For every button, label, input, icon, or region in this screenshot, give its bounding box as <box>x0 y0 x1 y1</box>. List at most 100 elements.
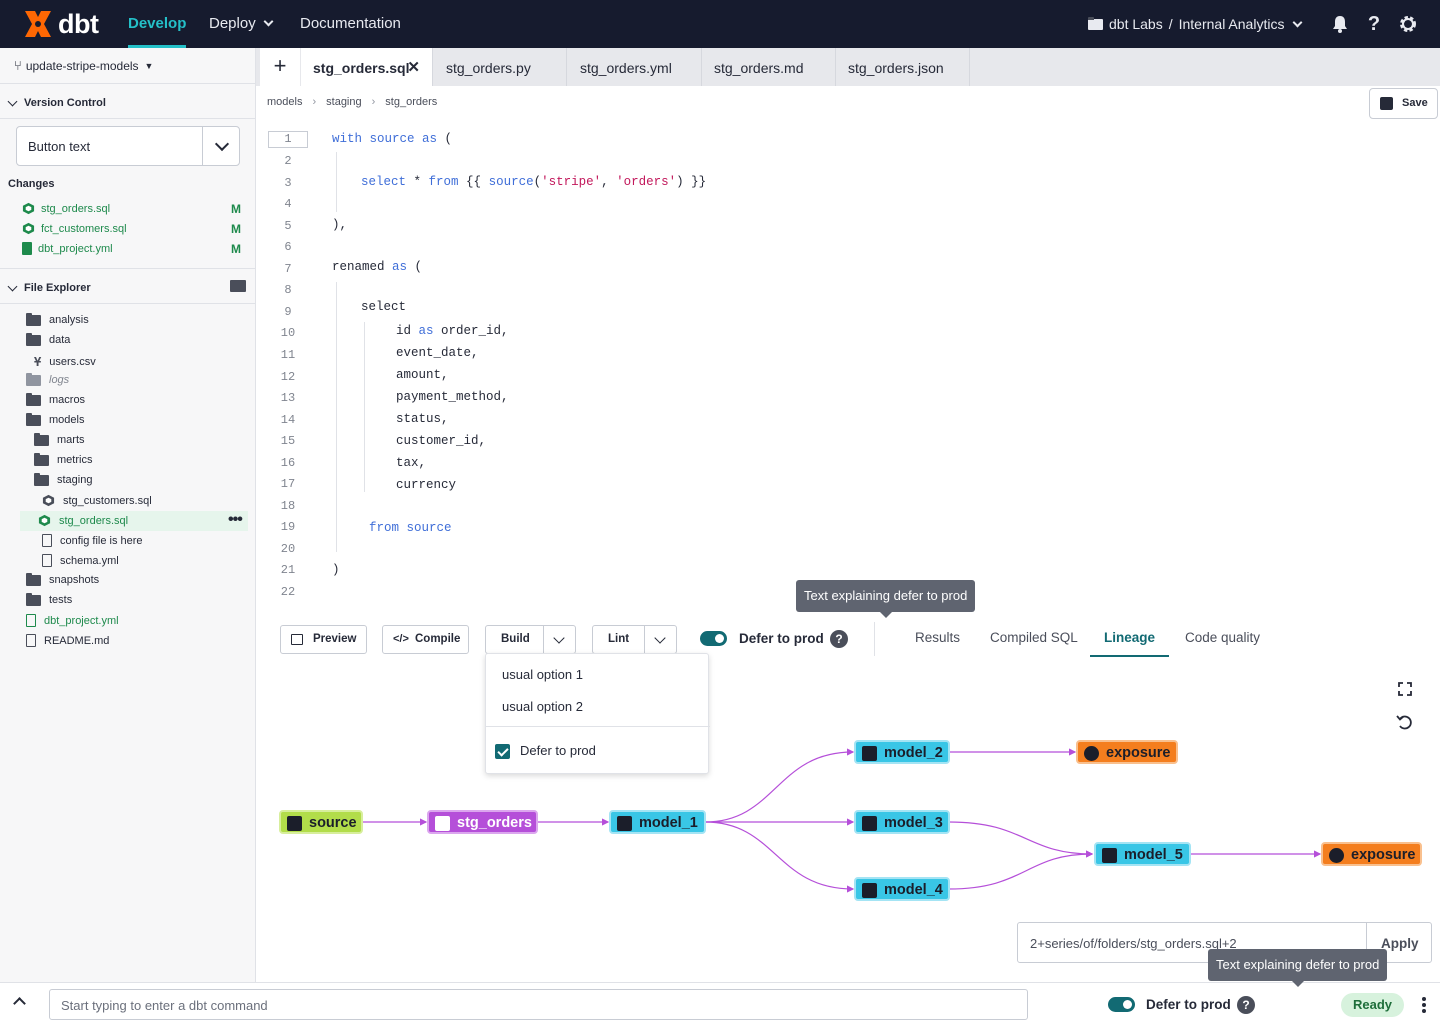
tree-item-macros[interactable]: macros <box>26 392 85 406</box>
more-vertical-icon[interactable] <box>1422 997 1426 1013</box>
tab-stg-orders-json[interactable]: stg_orders.json <box>836 48 970 86</box>
tree-item-label: stg_orders.sql <box>59 514 129 527</box>
tree-item-schema[interactable]: schema.yml <box>42 554 119 567</box>
tree-item-dbt-project[interactable]: dbt_project.yml <box>26 614 119 627</box>
node-label: exposure <box>1351 847 1416 863</box>
tree-item-data[interactable]: data <box>26 332 70 346</box>
tree-item-tests[interactable]: tests <box>26 592 72 606</box>
edge-model3-model5 <box>948 821 1094 858</box>
reset-icon[interactable] <box>1390 707 1420 737</box>
tree-item-marts[interactable]: marts <box>34 432 85 446</box>
command-input[interactable]: Start typing to enter a dbt command <box>49 989 1028 1020</box>
chevron-up-icon[interactable] <box>13 997 26 1010</box>
compile-button[interactable]: </> Compile <box>382 625 469 654</box>
chevron-down-icon <box>7 96 18 107</box>
defer-toggle[interactable] <box>1108 997 1135 1012</box>
code-token: source <box>488 175 534 189</box>
tab-stg-orders-md[interactable]: stg_orders.md <box>702 48 836 86</box>
tab-stg-orders-yml[interactable]: stg_orders.yml <box>568 48 702 86</box>
bell-icon[interactable] <box>1330 14 1350 34</box>
line-number: 13 <box>280 391 296 405</box>
tree-item-metrics[interactable]: metrics <box>34 452 92 466</box>
gauge-icon <box>1084 746 1099 761</box>
tree-item-stg-customers[interactable]: stg_customers.sql <box>42 494 152 507</box>
tab-stg-orders-sql[interactable]: stg_orders.sql✕ <box>301 48 433 86</box>
chevron-down-icon[interactable] <box>543 626 575 653</box>
gear-icon[interactable] <box>1398 14 1418 34</box>
lineage-node-model-1[interactable]: model_1 <box>609 810 706 834</box>
project-selector[interactable]: dbt Labs / Internal Analytics <box>1088 16 1303 32</box>
apply-button[interactable]: Apply <box>1366 923 1432 962</box>
nav-deploy[interactable]: Deploy <box>209 0 274 48</box>
lineage-node-model-5[interactable]: model_5 <box>1094 842 1191 866</box>
breadcrumb-item[interactable]: staging <box>326 96 362 108</box>
lineage-node-model-3[interactable]: model_3 <box>854 810 950 834</box>
tree-item-analysis[interactable]: analysis <box>26 312 89 326</box>
chevron-down-icon <box>1293 17 1303 28</box>
tab-compiled-sql[interactable]: Compiled SQL <box>990 630 1078 645</box>
help-icon[interactable]: ? <box>1367 13 1381 35</box>
modified-badge: M <box>231 201 241 216</box>
help-icon[interactable]: ? <box>830 630 848 648</box>
code-editor[interactable]: 1 2 3 4 5 6 7 8 9 10 11 12 13 14 15 16 1… <box>256 122 1440 622</box>
tree-item-staging[interactable]: staging <box>34 472 93 486</box>
branch-selector[interactable]: ⑂ update-stripe-models ▼ <box>14 58 153 73</box>
menu-item[interactable]: usual option 2 <box>502 699 583 714</box>
tree-item-logs[interactable]: logs <box>26 372 70 386</box>
tree-item-stg-orders[interactable]: stg_orders.sql <box>38 514 128 527</box>
chevron-down-icon[interactable] <box>644 626 676 653</box>
tab-lineage[interactable]: Lineage <box>1090 622 1169 657</box>
lineage-canvas[interactable]: source stg_orders model_1 model_2 model_… <box>256 658 1440 982</box>
selector-input[interactable]: 2+series/of/folders/stg_orders.sql+2 <box>1030 936 1237 951</box>
file-icon <box>26 614 36 627</box>
tree-item-snapshots[interactable]: snapshots <box>26 572 99 586</box>
tab-stg-orders-py[interactable]: stg_orders.py <box>434 48 567 86</box>
edge-model1-model4 <box>704 821 855 893</box>
lineage-node-model-4[interactable]: model_4 <box>854 877 950 901</box>
tree-item-label: staging <box>57 474 93 486</box>
defer-checkbox[interactable] <box>495 744 510 759</box>
lineage-node-exposure[interactable]: exposure <box>1076 740 1178 764</box>
version-control-button[interactable]: Button text <box>16 126 240 166</box>
tab-results[interactable]: Results <box>915 630 961 645</box>
dbt-logo[interactable]: dbt <box>22 8 99 40</box>
lineage-node-model-2[interactable]: model_2 <box>854 740 950 764</box>
close-icon[interactable]: ✕ <box>407 59 420 76</box>
save-button[interactable]: Save <box>1369 88 1438 119</box>
edge-model4-model5 <box>948 850 1094 890</box>
node-label: model_5 <box>1124 847 1183 863</box>
tree-item-config[interactable]: config file is here <box>42 534 143 547</box>
model-cube-icon <box>862 883 877 898</box>
chevron-down-icon[interactable] <box>202 127 240 165</box>
modified-badge: M <box>231 221 241 236</box>
lineage-node-stg-orders[interactable]: stg_orders <box>427 810 538 834</box>
tab-code-quality[interactable]: Code quality <box>1185 630 1261 645</box>
breadcrumb-item[interactable]: stg_orders <box>385 96 438 108</box>
help-icon[interactable]: ? <box>1237 996 1255 1014</box>
lint-button[interactable]: Lint <box>592 625 677 654</box>
more-options-icon[interactable]: ••• <box>228 511 243 528</box>
change-item[interactable]: stg_orders.sql M <box>22 201 244 216</box>
lineage-node-source[interactable]: source <box>279 810 363 834</box>
nav-documentation[interactable]: Documentation <box>300 15 401 32</box>
breadcrumb-item[interactable]: models <box>267 96 303 108</box>
lineage-node-exposure[interactable]: exposure <box>1321 842 1422 866</box>
change-item[interactable]: dbt_project.yml M <box>22 241 244 256</box>
fullscreen-icon[interactable] <box>1390 674 1420 704</box>
modified-badge: M <box>231 241 241 256</box>
tree-item-models[interactable]: models <box>26 412 84 426</box>
defer-toggle[interactable] <box>700 631 727 646</box>
file-explorer-header[interactable]: File Explorer <box>0 268 256 304</box>
book-icon[interactable] <box>230 280 246 292</box>
tree-item-label: logs <box>49 374 70 386</box>
build-button[interactable]: Build <box>485 625 576 654</box>
new-tab-plus-icon[interactable]: + <box>260 48 300 86</box>
tree-item-readme[interactable]: README.md <box>26 634 109 647</box>
version-control-header[interactable]: Version Control <box>0 83 256 119</box>
breadcrumb: models › staging › stg_orders <box>267 96 437 108</box>
change-item[interactable]: fct_customers.sql M <box>22 221 244 236</box>
menu-item[interactable]: usual option 1 <box>502 667 583 682</box>
nav-develop[interactable]: Develop <box>128 0 187 48</box>
preview-button[interactable]: Preview <box>280 625 367 654</box>
